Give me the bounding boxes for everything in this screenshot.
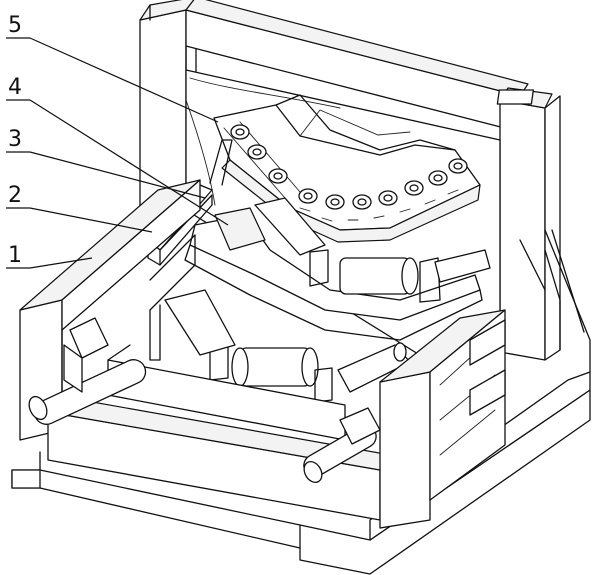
- callout-label-1: 1: [8, 243, 22, 268]
- axle-shafts: [28, 317, 381, 483]
- front-frame: [19, 179, 506, 529]
- callouts: 5 4 3 2 1: [6, 13, 229, 269]
- callout-label-2: 2: [8, 183, 22, 208]
- callout-label-3: 3: [8, 127, 22, 152]
- callout-label-4: 4: [8, 75, 22, 100]
- lower-idler: [164, 289, 411, 403]
- middle-idler: [254, 197, 491, 303]
- callout-label-5: 5: [8, 13, 22, 38]
- upper-rollers: [230, 124, 468, 210]
- trough-belt: [184, 207, 483, 341]
